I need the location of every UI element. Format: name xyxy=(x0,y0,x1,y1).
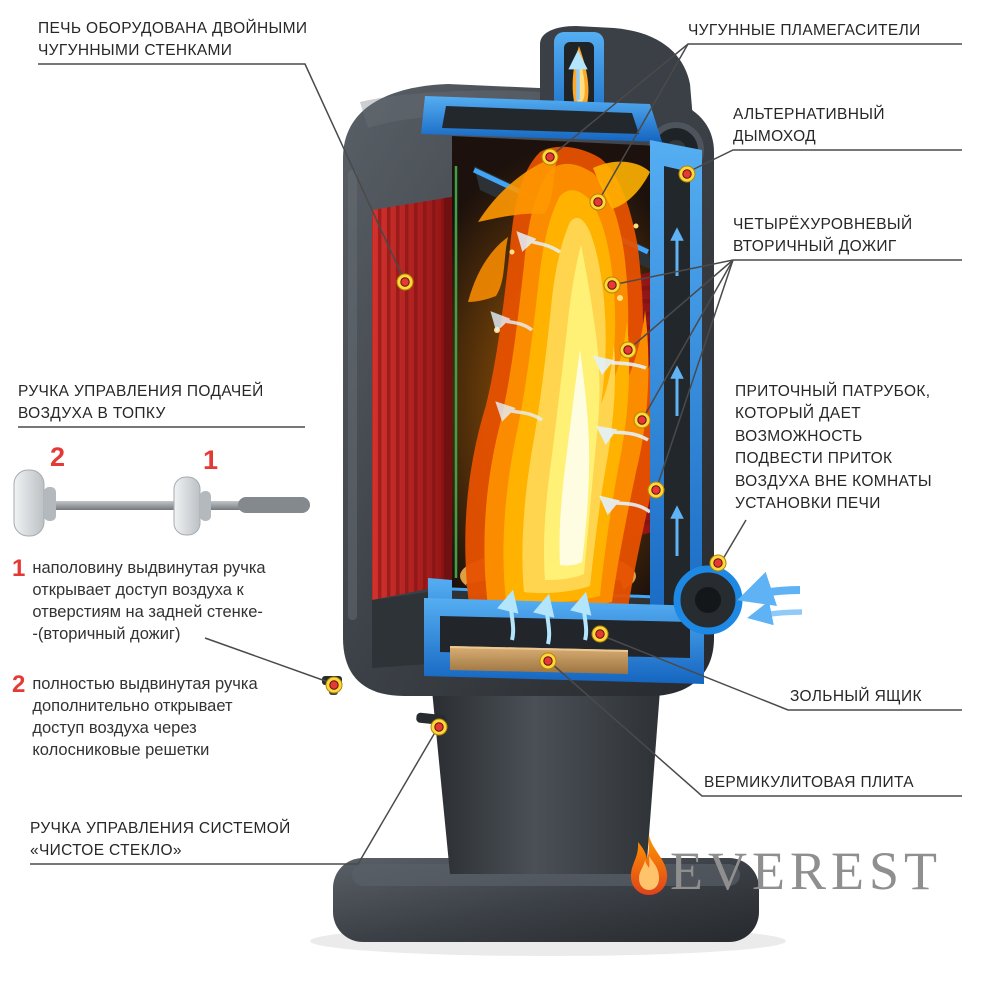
note-2-number: 2 xyxy=(12,671,26,698)
note-1-text: наполовину выдвинутая ручка открывает до… xyxy=(32,559,266,643)
marker-afterburn-1 xyxy=(603,276,621,294)
note-1-number: 1 xyxy=(12,555,26,582)
label-air-control-handle: РУЧКА УПРАВЛЕНИЯ ПОДАЧЕЙ ВОЗДУХА В ТОПКУ xyxy=(18,383,264,423)
flame-icon xyxy=(630,835,668,895)
note-handle-position-2: 2 полностью выдвинутая ручка дополнитель… xyxy=(12,671,258,762)
label-ash-box: ЗОЛЬНЫЙ ЯЩИК xyxy=(790,688,922,705)
marker-inlet-pipe xyxy=(709,554,727,572)
note-handle-position-1: 1 наполовину выдвинутая ручка открывает … xyxy=(12,555,266,646)
label-alt-chimney: АЛЬТЕРНАТИВНЫЙ ДЫМОХОД xyxy=(733,106,885,146)
marker-vermiculite xyxy=(539,652,557,670)
leader-lines xyxy=(18,43,962,865)
handle-position-2-number: 2 xyxy=(50,442,66,472)
label-clean-glass-handle: РУЧКА УПРАВЛЕНИЯ СИСТЕМОЙ «ЧИСТОЕ СТЕКЛО… xyxy=(30,820,291,860)
vermiculite-plate xyxy=(450,646,628,674)
marker-ash-box xyxy=(591,625,609,643)
callout-markers xyxy=(325,148,727,736)
marker-alt-chimney xyxy=(678,165,696,183)
label-flame-arresters: ЧУГУННЫЕ ПЛАМЕГАСИТЕЛИ xyxy=(688,22,921,39)
marker-flame-arrester-2 xyxy=(589,193,607,211)
top-section-cut xyxy=(421,96,662,142)
floor-air-arrows xyxy=(497,589,592,645)
label-inlet-pipe: ПРИТОЧНЫЙ ПАТРУБОК, КОТОРЫЙ ДАЕТ ВОЗМОЖН… xyxy=(735,383,932,513)
marker-clean-glass-handle xyxy=(430,718,448,736)
air-flow-arrows xyxy=(490,50,652,516)
label-double-walls: ПЕЧЬ ОБОРУДОВАНА ДВОЙНЫМИ ЧУГУННЫМИ СТЕН… xyxy=(38,20,308,60)
note-2-text: полностью выдвинутая ручка дополнительно… xyxy=(32,675,258,759)
marker-double-walls xyxy=(396,273,414,291)
marker-flame-arrester-1 xyxy=(541,148,559,166)
marker-afterburn-2 xyxy=(619,341,637,359)
double-wall-panel xyxy=(372,166,458,600)
marker-afterburn-3 xyxy=(633,411,651,429)
marker-afterburn-4 xyxy=(647,481,665,499)
label-four-level-afterburn: ЧЕТЫРЁХУРОВНЕВЫЙ ВТОРИЧНЫЙ ДОЖИГ xyxy=(733,216,913,256)
handle-position-1-number: 1 xyxy=(203,445,219,475)
marker-secondary-handle xyxy=(325,676,343,694)
handle-knob-full xyxy=(13,469,45,537)
brand-logo: EVEREST xyxy=(626,834,942,898)
handle-diagram xyxy=(13,469,310,537)
label-vermiculite-plate: ВЕРМИКУЛИТОВАЯ ПЛИТА xyxy=(704,774,914,791)
bottom-section xyxy=(372,578,704,684)
air-inlet-pipe xyxy=(673,565,803,635)
brand-name: EVEREST xyxy=(670,841,942,901)
handle-knob-half xyxy=(173,476,201,536)
